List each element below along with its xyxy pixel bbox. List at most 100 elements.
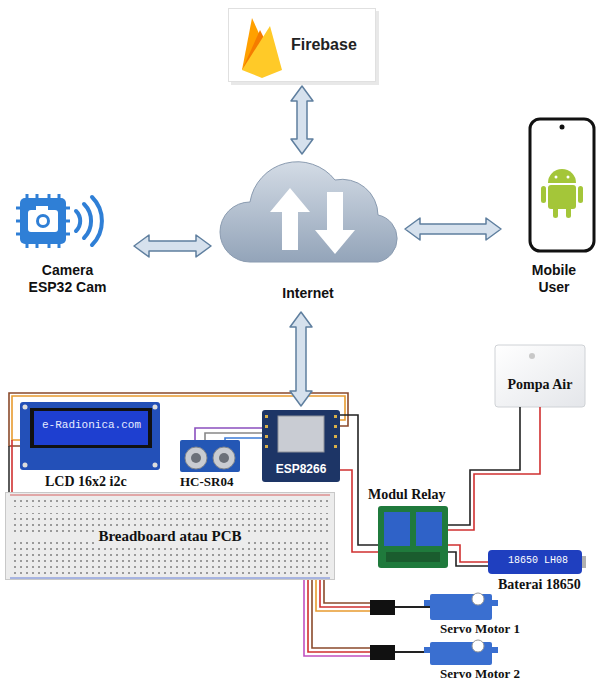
wires [448, 545, 488, 562]
wires [448, 552, 488, 566]
breadboard [5, 492, 335, 580]
camera-icon [16, 194, 70, 248]
servo-motor [370, 645, 395, 660]
lcd-module [153, 405, 158, 410]
camera-icon [16, 207, 20, 210]
camera-icon [26, 194, 29, 198]
phone-icon [530, 119, 594, 251]
esp8266-board [262, 410, 340, 482]
camera-icon [66, 233, 70, 236]
camera-icon [16, 194, 102, 248]
lcd-module [20, 402, 160, 470]
esp8266-board [334, 445, 337, 448]
part-name: Modul Relay [368, 487, 445, 503]
phone-icon [530, 119, 594, 251]
lcd-module [20, 402, 160, 470]
block-arrow [290, 312, 312, 406]
wires [225, 438, 262, 440]
breadboard [10, 566, 330, 576]
cloud-shape [315, 192, 355, 254]
wires [195, 428, 262, 440]
part-name: Baterai 18650 [498, 577, 581, 593]
camera-icon [76, 211, 80, 231]
phone-icon [553, 206, 558, 218]
device-node: Camera ESP32 Cam [5, 192, 130, 300]
part-name: LCD 16x2 i2c [45, 474, 127, 490]
pump-body [495, 345, 585, 407]
node-label: Camera ESP32 Cam [23, 262, 113, 296]
breadboard [5, 492, 335, 580]
servo-motor [424, 600, 498, 606]
esp8266-board [262, 410, 340, 482]
phone-icon [578, 186, 583, 203]
servo-motor [430, 594, 492, 620]
esp8266-board [334, 435, 337, 438]
ultrasonic-sensor [185, 447, 207, 469]
phone-icon [567, 176, 570, 179]
camera-icon [66, 207, 70, 210]
cloud-shape [220, 162, 397, 262]
lcd-module [23, 463, 28, 468]
camera-icon [58, 194, 61, 198]
servo-motor [472, 593, 484, 605]
camera-icon [20, 198, 66, 244]
node-label: Breadboard atau PCB [94, 526, 245, 546]
battery [488, 550, 586, 574]
part-name: Servo Motor 2 [440, 667, 520, 682]
lcd-module [153, 463, 158, 468]
lcd-module [30, 408, 152, 448]
node-label: Pompa Air [508, 377, 573, 394]
esp8266-board [265, 435, 268, 438]
camera-icon [48, 244, 51, 248]
servo-motor [424, 647, 498, 653]
esp8266-board [278, 416, 324, 452]
wires [340, 470, 378, 552]
camera-icon [48, 194, 51, 198]
network-cloud: Internet [215, 158, 401, 308]
breadboard [10, 495, 330, 496]
microcontroller-board: ESP8266 [262, 410, 340, 482]
esp8266-board [265, 415, 268, 418]
camera-icon [26, 244, 29, 248]
esp8266-board [334, 415, 337, 418]
cloud-shape [270, 188, 310, 250]
wires [340, 415, 378, 545]
relay-module [378, 506, 448, 568]
node-label: ESP8266 [276, 462, 327, 476]
lcd-module [23, 405, 28, 410]
node-label: Internet [282, 285, 333, 302]
camera-icon [39, 217, 47, 225]
ultrasonic-sensor [191, 453, 201, 463]
phone-icon [555, 176, 558, 179]
phone-icon [548, 185, 576, 209]
breadboard [10, 578, 330, 579]
servo-motor [395, 606, 430, 608]
camera-icon [58, 244, 61, 248]
camera-icon [66, 220, 70, 223]
wires [448, 407, 520, 525]
camera-icon [36, 214, 50, 228]
esp8266-board [334, 425, 337, 428]
camera-icon [92, 197, 102, 245]
esp8266-board [265, 445, 268, 448]
screen-text: e-Radionica.com [42, 419, 141, 432]
wires [9, 393, 540, 656]
breadboard-box: Breadboard atau PCB [5, 492, 335, 580]
phone-icon [548, 169, 576, 183]
cloud-service-box: Firebase [228, 8, 376, 82]
phone-icon [560, 125, 565, 130]
pump-box: Pompa Air [495, 345, 585, 407]
ultrasonic-sensor [180, 440, 240, 472]
relay-module [384, 512, 410, 546]
relay-module [378, 506, 448, 568]
part-name: Servo Motor 1 [440, 622, 520, 637]
camera-icon [76, 197, 102, 245]
camera-icon [36, 244, 39, 248]
block-arrow [134, 235, 211, 257]
wires [312, 575, 370, 648]
lcd-module [34, 411, 148, 445]
device-node: Mobile User [505, 115, 603, 300]
phone-icon [541, 186, 546, 203]
camera-icon [16, 220, 20, 223]
camera-icon [36, 194, 39, 198]
